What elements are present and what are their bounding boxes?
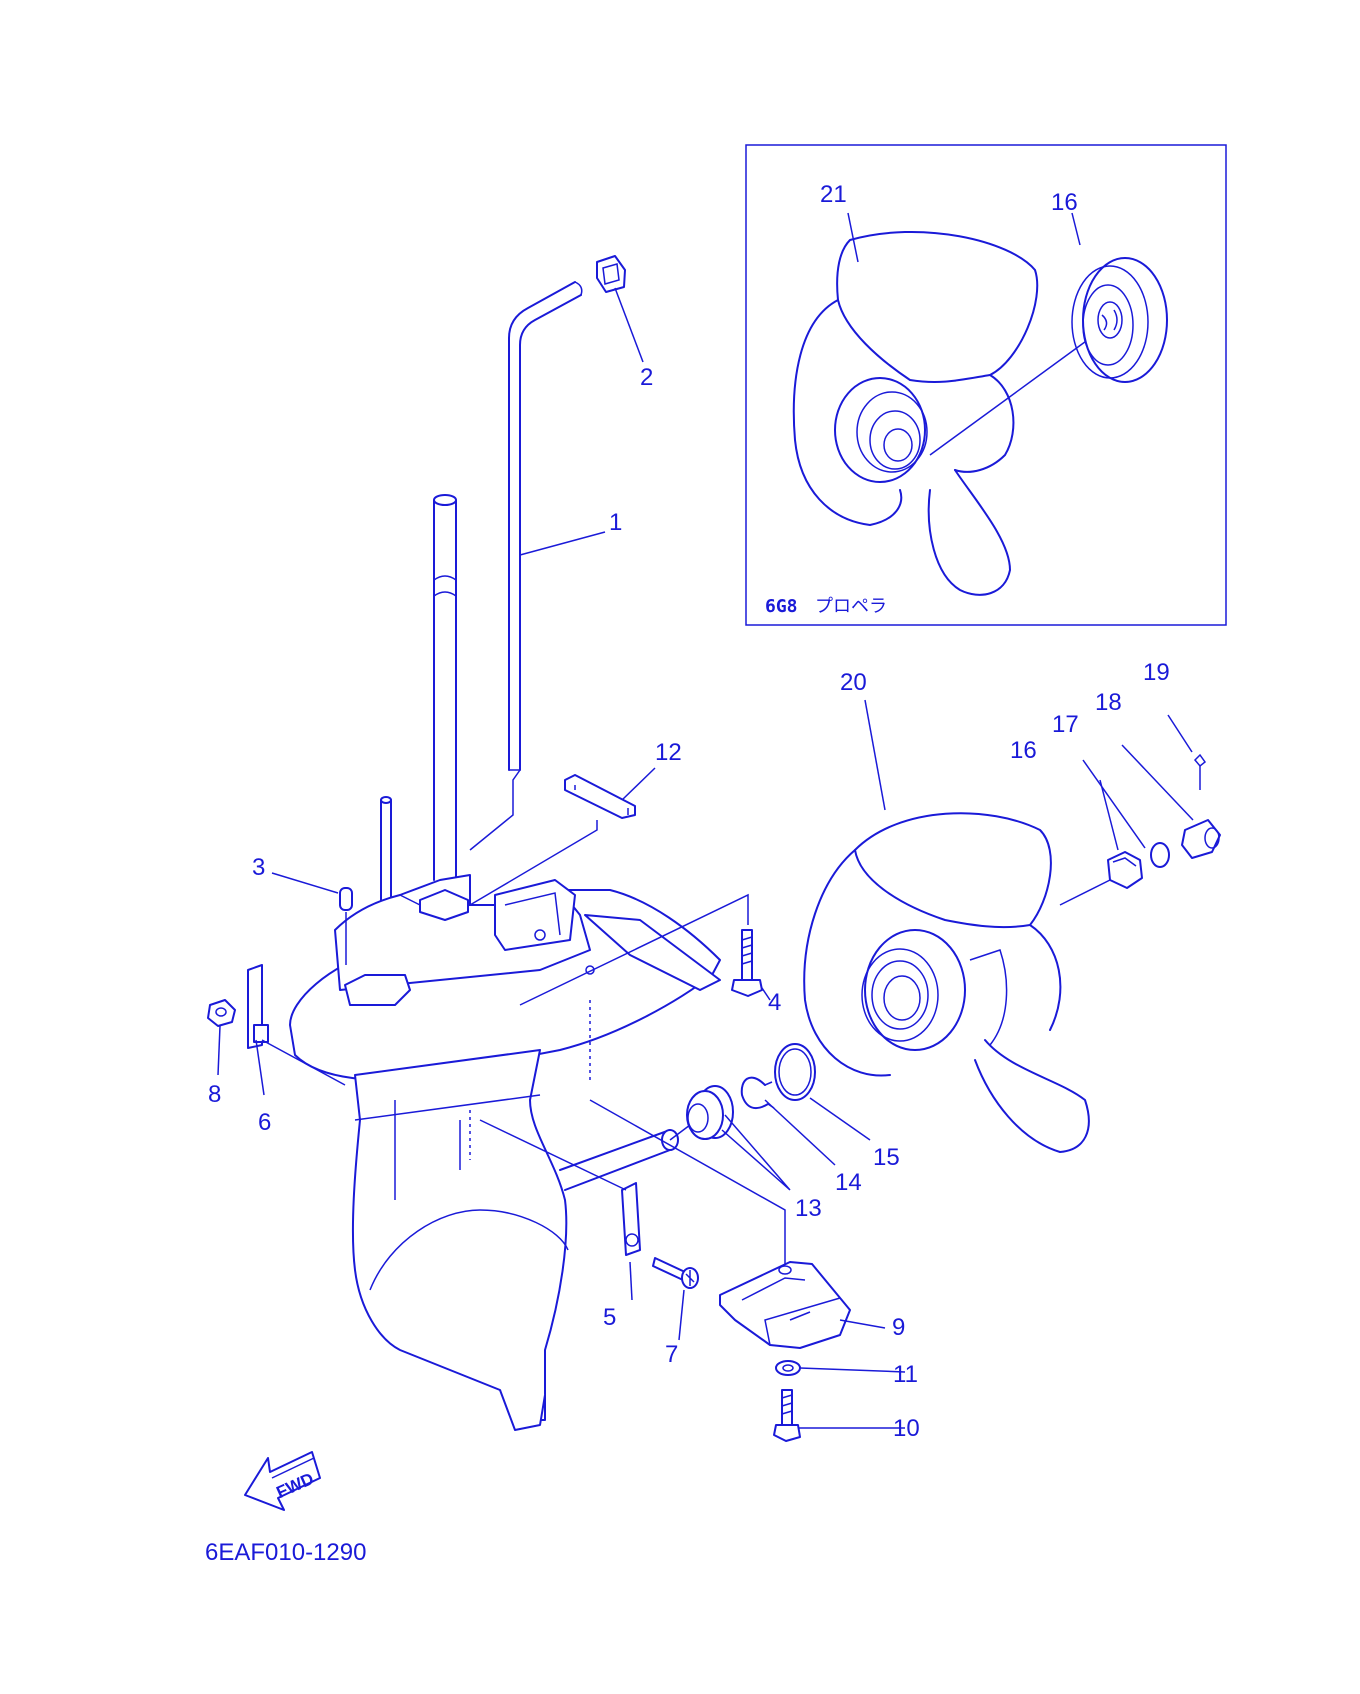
callout-20: 20 (840, 669, 867, 696)
washer-11-part (775, 1360, 801, 1376)
callout-14: 14 (835, 1169, 862, 1196)
bolt-4-part (519, 893, 763, 1006)
nut-18-part (1181, 819, 1221, 859)
callout-6: 6 (258, 1109, 271, 1136)
diagram-code: 6EAF010-1290 (205, 1539, 366, 1566)
callout-17: 17 (1052, 711, 1079, 738)
callout-10: 10 (893, 1415, 920, 1442)
screw-7-part (652, 1257, 699, 1289)
bolt-10-part (773, 1389, 801, 1442)
callout-11: 11 (893, 1361, 918, 1388)
inset-model-code: 6G8 (765, 596, 798, 617)
nut-8-part (207, 999, 236, 1027)
callout-5: 5 (603, 1304, 616, 1331)
spacer-13-part (669, 1085, 734, 1141)
propeller-20-part (803, 812, 1090, 1153)
callout-9: 9 (892, 1314, 905, 1341)
callout-16: 16 (1010, 737, 1037, 764)
callout-15: 15 (873, 1144, 900, 1171)
inset-title: プロペラ (815, 596, 887, 617)
anode-9-part (589, 1099, 851, 1349)
callout-19: 19 (1143, 659, 1170, 686)
clip-6-part (247, 964, 346, 1086)
callout-8: 8 (208, 1081, 221, 1108)
inset-propeller-box: 21 16 6G8 プロペラ (745, 144, 1227, 626)
lower-case-body (289, 874, 721, 1431)
callout-2: 2 (640, 364, 653, 391)
callout-1: 1 (609, 509, 622, 536)
leader-lines (217, 287, 1194, 1429)
dowel-pin-part (339, 887, 353, 965)
callout-4: 4 (768, 989, 781, 1016)
plate-12-part (469, 774, 636, 906)
o-ring-15-part (774, 1043, 816, 1101)
inset-propeller-drawing (792, 230, 1116, 596)
fwd-arrow-icon: FWD (244, 1451, 321, 1511)
callout-18: 18 (1095, 689, 1122, 716)
callout-3: 3 (252, 854, 265, 881)
washer-17-part (1150, 842, 1170, 868)
inset-spacer-drawing (1071, 257, 1168, 383)
callout-13: 13 (795, 1195, 822, 1222)
clip-5-part (479, 1119, 641, 1256)
callout-7: 7 (665, 1341, 678, 1368)
callout-12: 12 (655, 739, 682, 766)
drive-shaft-part (433, 494, 457, 881)
callout-21-inset: 21 (820, 181, 847, 208)
callout-16-inset: 16 (1051, 189, 1078, 216)
grommet-part (596, 255, 626, 293)
callout-numbers: 1 2 3 4 5 6 7 8 9 10 11 12 13 14 15 16 1… (208, 364, 1170, 1442)
spacer-16-part (1059, 851, 1143, 906)
water-tube-part (469, 281, 583, 851)
cotter-pin-19-part (1193, 753, 1207, 790)
